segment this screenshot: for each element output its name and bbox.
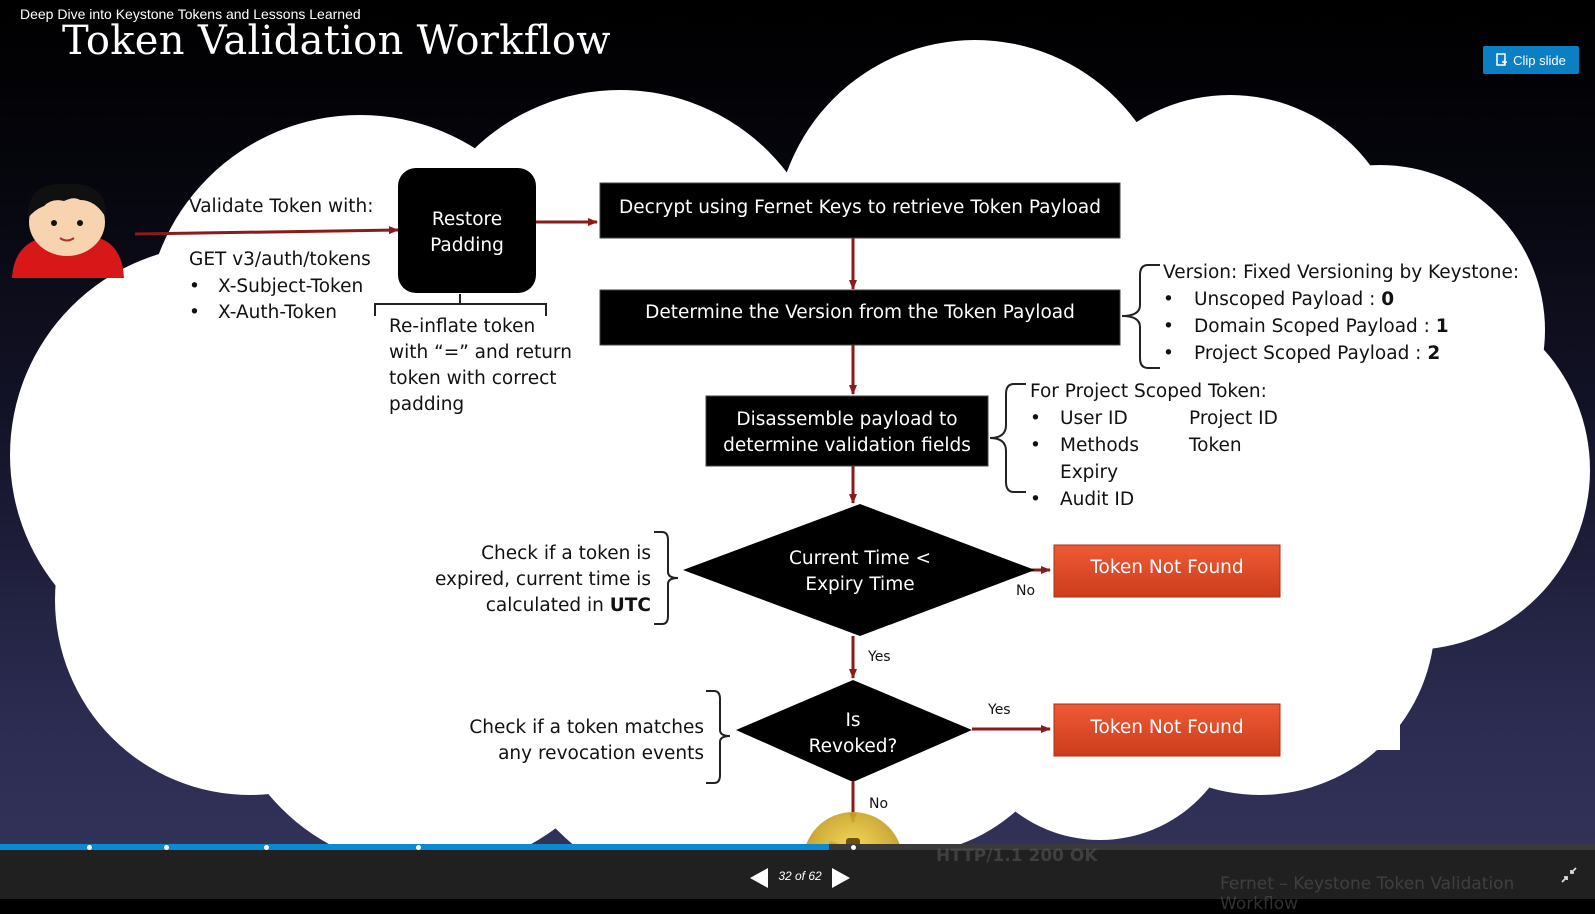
restore-padding-box [398,168,536,293]
token-not-found-box-1 [1053,544,1281,598]
project-brace [989,383,1026,493]
field-methods: Methods [1060,435,1139,456]
token-not-found-text-2: Token Not Found [1089,717,1243,738]
token-not-found-text-1: Token Not Found [1089,557,1243,578]
restore-padding-line2: Padding [430,235,504,256]
bullet: • [1163,289,1174,310]
version-item-unscoped: Unscoped Payload : 0 [1194,289,1394,310]
progress-marker[interactable] [851,845,857,850]
slide-footer-caption: Fernet – Keystone Token Validation Workf… [1220,874,1515,914]
version-box [599,289,1121,346]
reinflate-brace [374,294,547,316]
expiry-diamond [683,504,1035,636]
header-x-subject-token: X-Subject-Token [218,276,363,297]
progress-marker[interactable] [415,845,421,850]
exit-fullscreen-icon[interactable] [1560,866,1578,884]
disassemble-box [705,395,989,467]
progress-bar[interactable] [0,844,1595,850]
field-audit-id: Audit ID [1060,489,1134,510]
field-token: Token [1188,435,1242,456]
reinflate-line1: Re-inflate token [389,316,535,337]
decrypt-text: Decrypt using Fernet Keys to retrieve To… [619,197,1101,218]
next-arrow-icon[interactable] [832,868,850,888]
disassemble-line2: determine validation fields [723,435,971,456]
yes-label-expiry: Yes [867,649,891,665]
expiry-diamond-line1: Current Time < [789,548,931,569]
bullet: • [189,302,200,323]
revoked-diamond [736,680,972,782]
progress-marker[interactable] [264,845,270,850]
bullet: • [1030,489,1041,510]
clip-icon [1496,53,1508,66]
bullet: • [1030,408,1041,429]
bullet: • [1030,435,1041,456]
expiry-diamond-line2: Expiry Time [805,574,914,595]
prev-arrow-icon[interactable] [750,868,768,888]
expiry-note-line1: Check if a token is [481,543,651,564]
validate-heading: Validate Token with: [189,196,373,217]
restore-padding-line1: Restore [432,209,502,230]
disassemble-line1: Disassemble payload to [736,409,957,430]
cloud-shape [10,40,1590,890]
user-avatar-icon [12,183,124,278]
player-bar [0,850,1595,899]
revoked-diamond-line2: Revoked? [809,736,898,757]
no-label-revoked: No [869,796,888,812]
slide-counter: 32 of 62 [778,869,822,883]
field-user-id: User ID [1060,408,1128,429]
header-x-auth-token: X-Auth-Token [218,302,337,323]
deck-title: Deep Dive into Keystone Tokens and Lesso… [20,6,361,22]
yes-label-revoked: Yes [987,702,1011,718]
reinflate-line3: token with correct [389,368,557,389]
version-heading: Version: Fixed Versioning by Keystone: [1163,262,1519,283]
version-item-project: Project Scoped Payload : 2 [1194,343,1440,364]
revoked-diamond-line1: Is [845,710,860,731]
http-response-text: HTTP/1.1 200 OK [936,846,1098,866]
reinflate-line2: with “=” and return [389,342,572,363]
decrypt-box [599,182,1121,239]
expiry-note-line2: expired, current time is [435,569,651,590]
revoked-brace [706,690,731,784]
version-brace [1121,264,1160,369]
progress-marker[interactable] [163,845,169,850]
reinflate-line4: padding [389,394,464,415]
field-project-id: Project ID [1189,408,1278,429]
progress-marker[interactable] [87,845,93,850]
expiry-note-line3: calculated in UTC [486,595,651,616]
version-text: Determine the Version from the Token Pay… [645,302,1075,323]
no-label-expiry: No [1016,583,1035,599]
expiry-brace [654,531,679,625]
bullet: • [1163,316,1174,337]
field-expiry: Expiry [1060,462,1118,483]
bullet: • [189,276,200,297]
slide-title: Token Validation Workflow [62,18,611,64]
revoked-note-line2: any revocation events [498,743,704,764]
flow-arrows [134,218,1051,823]
token-not-found-box-2 [1053,703,1281,757]
bullet: • [1163,343,1174,364]
clip-slide-label: Clip slide [1513,52,1566,68]
revoked-note-line1: Check if a token matches [469,717,704,738]
project-heading: For Project Scoped Token: [1030,381,1267,402]
clip-slide-button[interactable]: Clip slide [1483,46,1579,74]
get-endpoint: GET v3/auth/tokens [189,249,371,270]
progress-fill [0,844,830,850]
version-item-domain: Domain Scoped Payload : 1 [1194,316,1449,337]
